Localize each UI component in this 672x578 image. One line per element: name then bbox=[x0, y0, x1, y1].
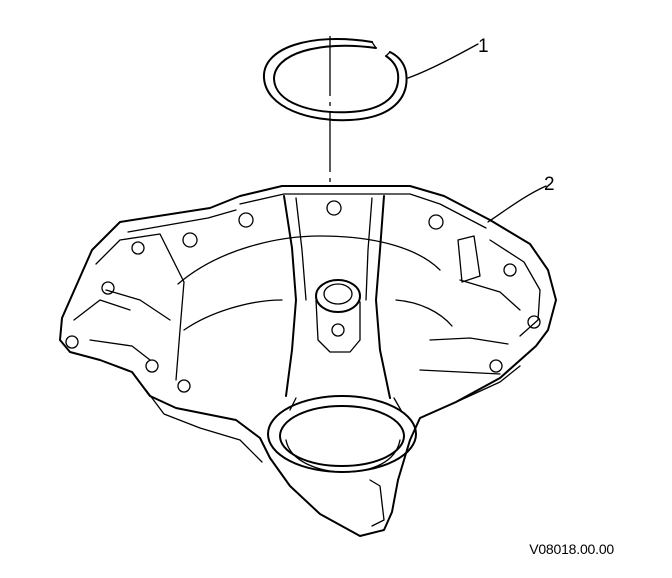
leader-line-1 bbox=[407, 43, 479, 79]
figure-id-label: V08018.00.00 bbox=[529, 541, 614, 557]
callout-number-1: 1 bbox=[478, 36, 489, 57]
snap-ring bbox=[262, 38, 408, 122]
leader-line-2 bbox=[487, 185, 547, 223]
housing bbox=[59, 185, 557, 537]
callout-number-2: 2 bbox=[544, 174, 555, 195]
